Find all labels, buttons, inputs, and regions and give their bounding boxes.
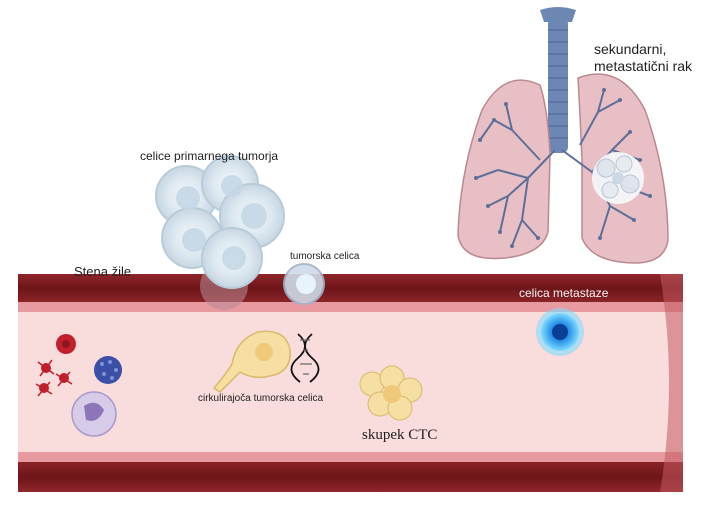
vessel-wall-top-inner (18, 302, 683, 312)
label-ctc-cluster: skupek CTC (362, 427, 438, 443)
metastasis-cell (536, 308, 584, 356)
label-secondary-cancer: sekundarni, metastatični rak (594, 41, 692, 75)
label-primary-tumor: celice primarnega tumorja (140, 149, 279, 163)
ctc-cluster (359, 365, 423, 421)
label-secondary-cancer-line1: sekundarni, (594, 41, 667, 57)
left-lung (457, 79, 551, 260)
vessel-wall-bottom-inner (18, 452, 683, 462)
vessel-wall-bottom (18, 462, 683, 492)
dna-icon (290, 333, 320, 383)
label-secondary-cancer-line2: metastatični rak (594, 58, 693, 74)
label-vessel-wall: Stena žile (74, 264, 132, 279)
primary-tumor-cluster (155, 155, 285, 310)
circulating-tumor-cell (212, 330, 291, 393)
lungs-illustration (457, 7, 669, 264)
label-circulating-tumor-cell: cirkulirajoča tumorska celica (198, 393, 324, 404)
vessel-wall-top (18, 274, 683, 302)
tumor-cell-extravasating (283, 263, 325, 305)
blood-cells (35, 334, 122, 437)
lung-metastasis-cluster (592, 152, 644, 204)
label-metastasis-cell: celica metastaze (519, 286, 609, 300)
blood-vessel (18, 274, 683, 492)
label-tumor-cell: tumorska celica (290, 251, 360, 262)
trachea (548, 18, 568, 153)
